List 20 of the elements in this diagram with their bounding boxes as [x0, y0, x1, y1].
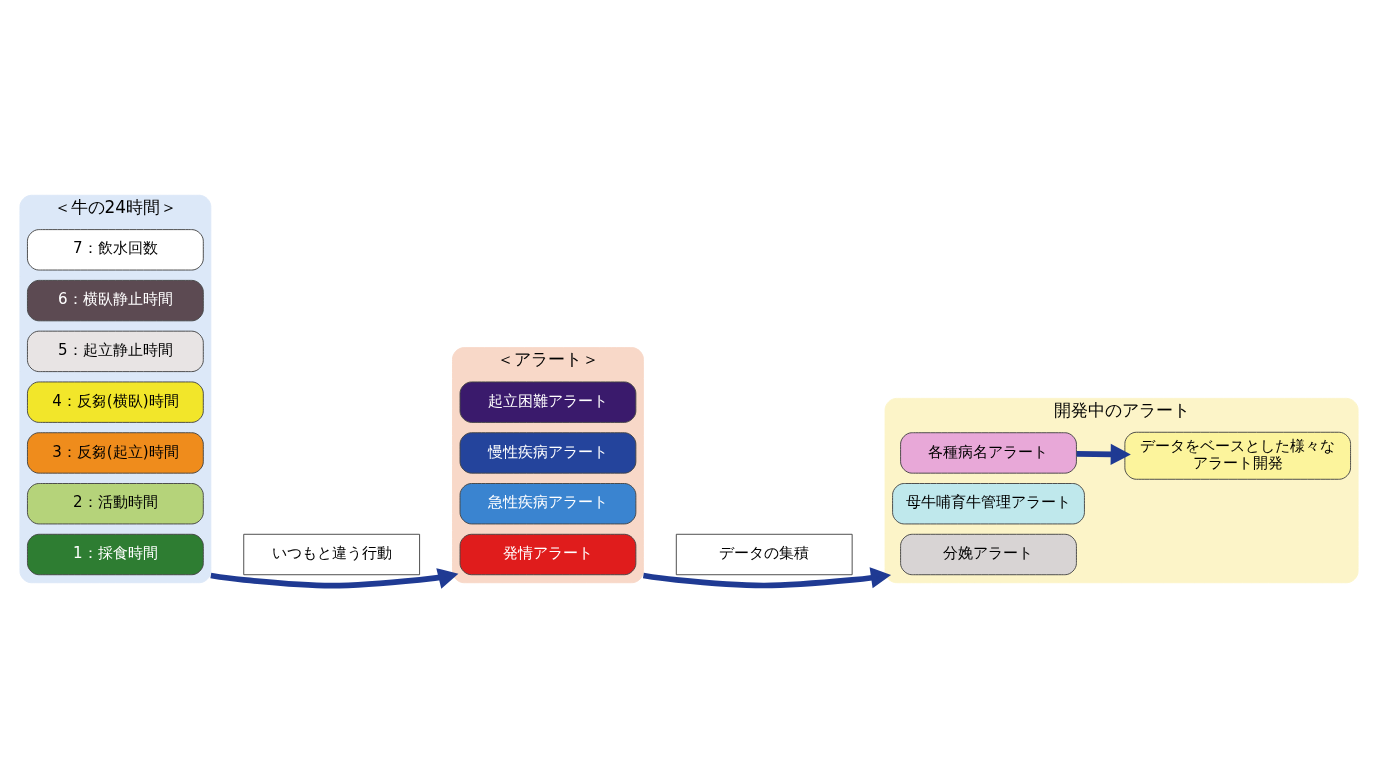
node-box: 1：採食時間 [27, 533, 204, 576]
node-box: 4：反芻(横臥)時間 [27, 381, 204, 423]
node-box: 各種病名アラート [900, 432, 1077, 474]
arrow [642, 567, 892, 589]
arrow [1076, 443, 1131, 465]
node-box: データの集積 [675, 533, 853, 576]
node-box: 慢性疾病アラート [459, 432, 637, 474]
node-box: 5：起立静止時間 [27, 330, 204, 373]
node-box: いつもと違う行動 [243, 533, 421, 576]
node-box: 3：反芻(起立)時間 [27, 432, 204, 474]
node-box: 母牛哺育牛管理アラート [892, 483, 1085, 525]
arrow [210, 568, 459, 589]
node-box: データをベースとした様々な アラート開発 [1124, 431, 1351, 480]
node-box: 2：活動時間 [27, 483, 204, 525]
node-box: 7：飲水回数 [27, 229, 204, 271]
node-box: 分娩アラート [900, 533, 1077, 576]
node-box: 6：横臥静止時間 [27, 279, 204, 322]
node-box: 急性疾病アラート [459, 483, 637, 525]
node-box: 起立困難アラート [459, 381, 637, 423]
node-box: 発情アラート [459, 533, 637, 576]
